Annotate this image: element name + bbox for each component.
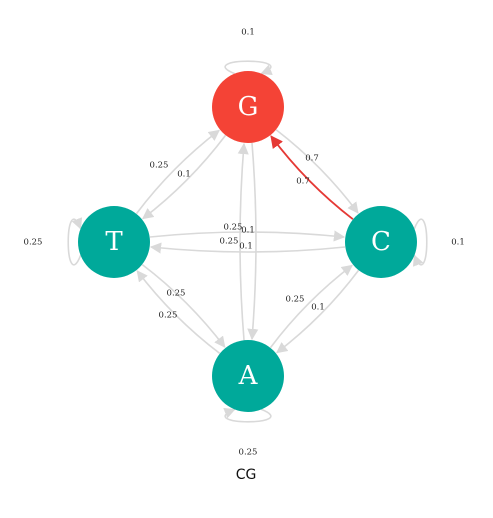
- edge-label-t-to-t: 0.25: [24, 238, 43, 248]
- edges-layer: [67, 60, 428, 423]
- edge-c-to-c: [412, 218, 428, 267]
- edge-label-a-to-c: 0.25: [286, 295, 305, 305]
- edge-label-t-to-g: 0.25: [150, 161, 169, 171]
- edge-a-to-a: [223, 407, 272, 423]
- edge-label-c-to-g: 0.7: [296, 177, 310, 187]
- edge-label-c-to-t: 0.1: [241, 226, 255, 236]
- edge-label-a-to-t: 0.25: [159, 311, 178, 321]
- edge-label-t-to-c: 0.25: [224, 223, 243, 233]
- edge-a-to-t: [136, 270, 221, 355]
- edge-label-a-to-g: 0.25: [220, 237, 239, 247]
- edge-c-to-t: [149, 242, 346, 254]
- node-label-t: T: [105, 227, 123, 257]
- edge-a-to-g: [237, 142, 249, 341]
- edge-t-to-t: [67, 217, 83, 266]
- edge-t-to-g: [135, 129, 220, 215]
- nodes-layer: G T C A: [78, 71, 417, 412]
- edge-label-a-to-a: 0.25: [239, 448, 258, 458]
- node-label-a: A: [238, 361, 259, 391]
- edge-c-to-a: [276, 269, 360, 354]
- edge-label-g-to-t: 0.1: [177, 170, 191, 180]
- edge-t-to-a: [141, 263, 226, 348]
- edge-label-c-to-c: 0.1: [451, 238, 465, 248]
- node-label-c: C: [371, 227, 391, 257]
- edge-label-g-to-a: 0.1: [239, 242, 253, 252]
- node-g: G: [212, 71, 284, 143]
- edge-label-g-to-c: 0.7: [305, 154, 319, 164]
- edge-label-t-to-a: 0.25: [167, 289, 186, 299]
- edge-label-c-to-a: 0.1: [311, 303, 325, 313]
- node-circle-t: [78, 206, 150, 278]
- node-circle-c: [345, 206, 417, 278]
- edge-g-to-g: [224, 60, 273, 76]
- node-circle-g: [212, 71, 284, 143]
- edge-t-to-c: [149, 230, 346, 242]
- edge-g-to-a: [247, 142, 259, 341]
- edge-label-g-to-g: 0.1: [241, 28, 255, 38]
- node-label-g: G: [238, 92, 259, 122]
- node-c: C: [345, 206, 417, 278]
- edge-c-to-g: [270, 135, 354, 220]
- edge-a-to-c: [269, 264, 353, 349]
- edge-g-to-c: [275, 129, 359, 214]
- diagram-caption: CG: [236, 467, 257, 483]
- node-a: A: [212, 340, 284, 412]
- node-t: T: [78, 206, 150, 278]
- edge-g-to-t: [142, 134, 227, 220]
- node-circle-a: [212, 340, 284, 412]
